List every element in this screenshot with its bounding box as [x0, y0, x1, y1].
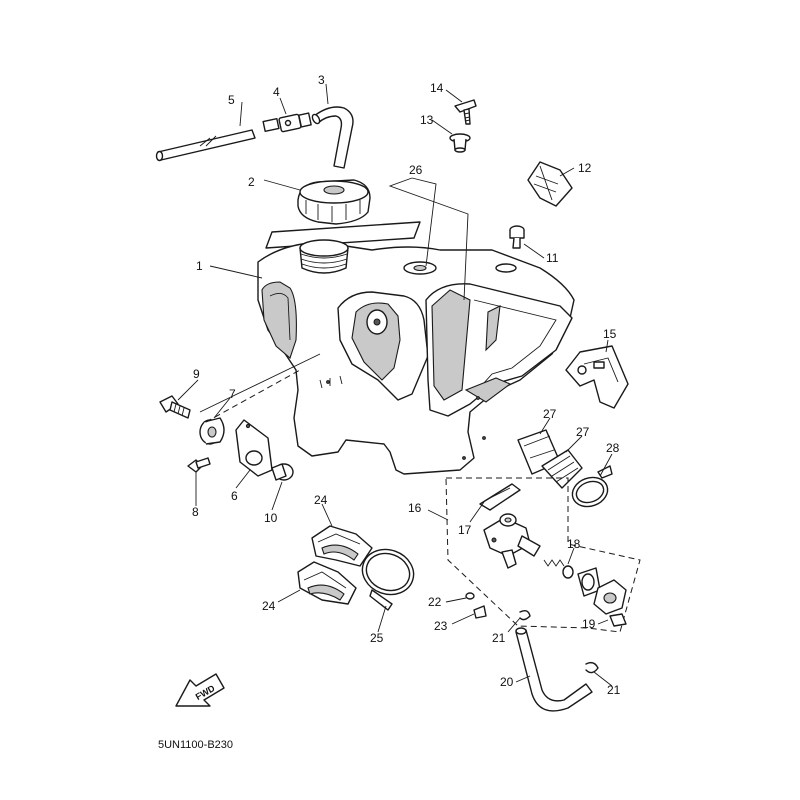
callout-12: 12: [578, 161, 592, 175]
fwd-arrow-icon: FWD: [175, 673, 225, 707]
callout-15: 15: [603, 327, 617, 341]
band-part-25: [361, 548, 415, 611]
callout-16: 16: [408, 501, 422, 515]
callout-22: 22: [428, 595, 442, 609]
mount-dash-line: [205, 369, 301, 423]
mount-leader: [199, 353, 321, 413]
clip-part-21a: [519, 609, 531, 621]
callout-5: 5: [228, 93, 235, 107]
fuel-cock-part: [479, 483, 541, 569]
screw-part-14: [454, 99, 477, 125]
breather-hose-part: [311, 106, 354, 169]
bolt-part-8: [187, 457, 211, 473]
fuel-tank-part: [257, 221, 575, 475]
callout-23: 23: [434, 619, 448, 633]
callout-2: 2: [248, 175, 255, 189]
callout-13: 13: [420, 113, 434, 127]
callout-labels: 5 4 3 2 14 13 26 12 11 1 15 9 7 6 8 10 2…: [192, 73, 621, 697]
callout-6: 6: [231, 489, 238, 503]
callout-24b: 24: [262, 599, 276, 613]
washer-part-22: [465, 592, 475, 600]
protector-part-24b: [297, 561, 357, 605]
fuel-cap-part: [297, 179, 371, 225]
callout-27b: 27: [576, 425, 590, 439]
callout-21a: 21: [492, 631, 506, 645]
diagram-code: 5UN1100-B230: [158, 739, 233, 751]
callout-14: 14: [430, 81, 444, 95]
callout-11: 11: [546, 251, 559, 265]
bolt-part-11: [509, 225, 525, 249]
callout-28: 28: [606, 441, 620, 455]
screw-part-23: [473, 605, 487, 619]
callout-20: 20: [500, 675, 514, 689]
hose-joint-part: [262, 112, 312, 133]
collar-part-13: [449, 133, 471, 153]
callout-3: 3: [318, 73, 325, 87]
spring-part: [543, 559, 565, 567]
plate-part: [593, 579, 627, 615]
callout-27a: 27: [543, 407, 557, 421]
fuel-hose-part: [515, 627, 593, 712]
vent-hose-part: [155, 129, 256, 162]
valve-part: [577, 567, 601, 597]
callout-19: 19: [582, 617, 596, 631]
callout-9: 9: [193, 367, 200, 381]
cover-part-15: [565, 345, 629, 409]
bracket-part-6: [235, 419, 273, 477]
callout-21b: 21: [607, 683, 621, 697]
callout-24a: 24: [314, 493, 328, 507]
protector-part-24a: [311, 525, 373, 567]
clip-part-21b: [585, 661, 599, 674]
callout-7: 7: [229, 387, 236, 401]
collar-part-10: [271, 463, 294, 481]
damper-part-7: [199, 417, 225, 445]
oring-part-18: [562, 565, 574, 579]
callout-4: 4: [273, 85, 280, 99]
screw-part-19: [609, 613, 627, 627]
damper-part-27b: [541, 449, 583, 489]
bolt-part-9: [159, 395, 191, 419]
callout-25: 25: [370, 631, 384, 645]
callout-26: 26: [409, 163, 423, 177]
clip-part-12: [527, 161, 573, 207]
fuel-cock-assembly-box: [445, 477, 641, 633]
callout-17: 17: [458, 523, 472, 537]
decal-leaders-part-26: [388, 177, 469, 301]
callout-18: 18: [567, 537, 581, 551]
band-part-28: [571, 465, 613, 508]
leader-lines: [177, 83, 613, 687]
callout-10: 10: [264, 511, 278, 525]
callout-1: 1: [196, 259, 203, 273]
callout-8: 8: [192, 505, 199, 519]
